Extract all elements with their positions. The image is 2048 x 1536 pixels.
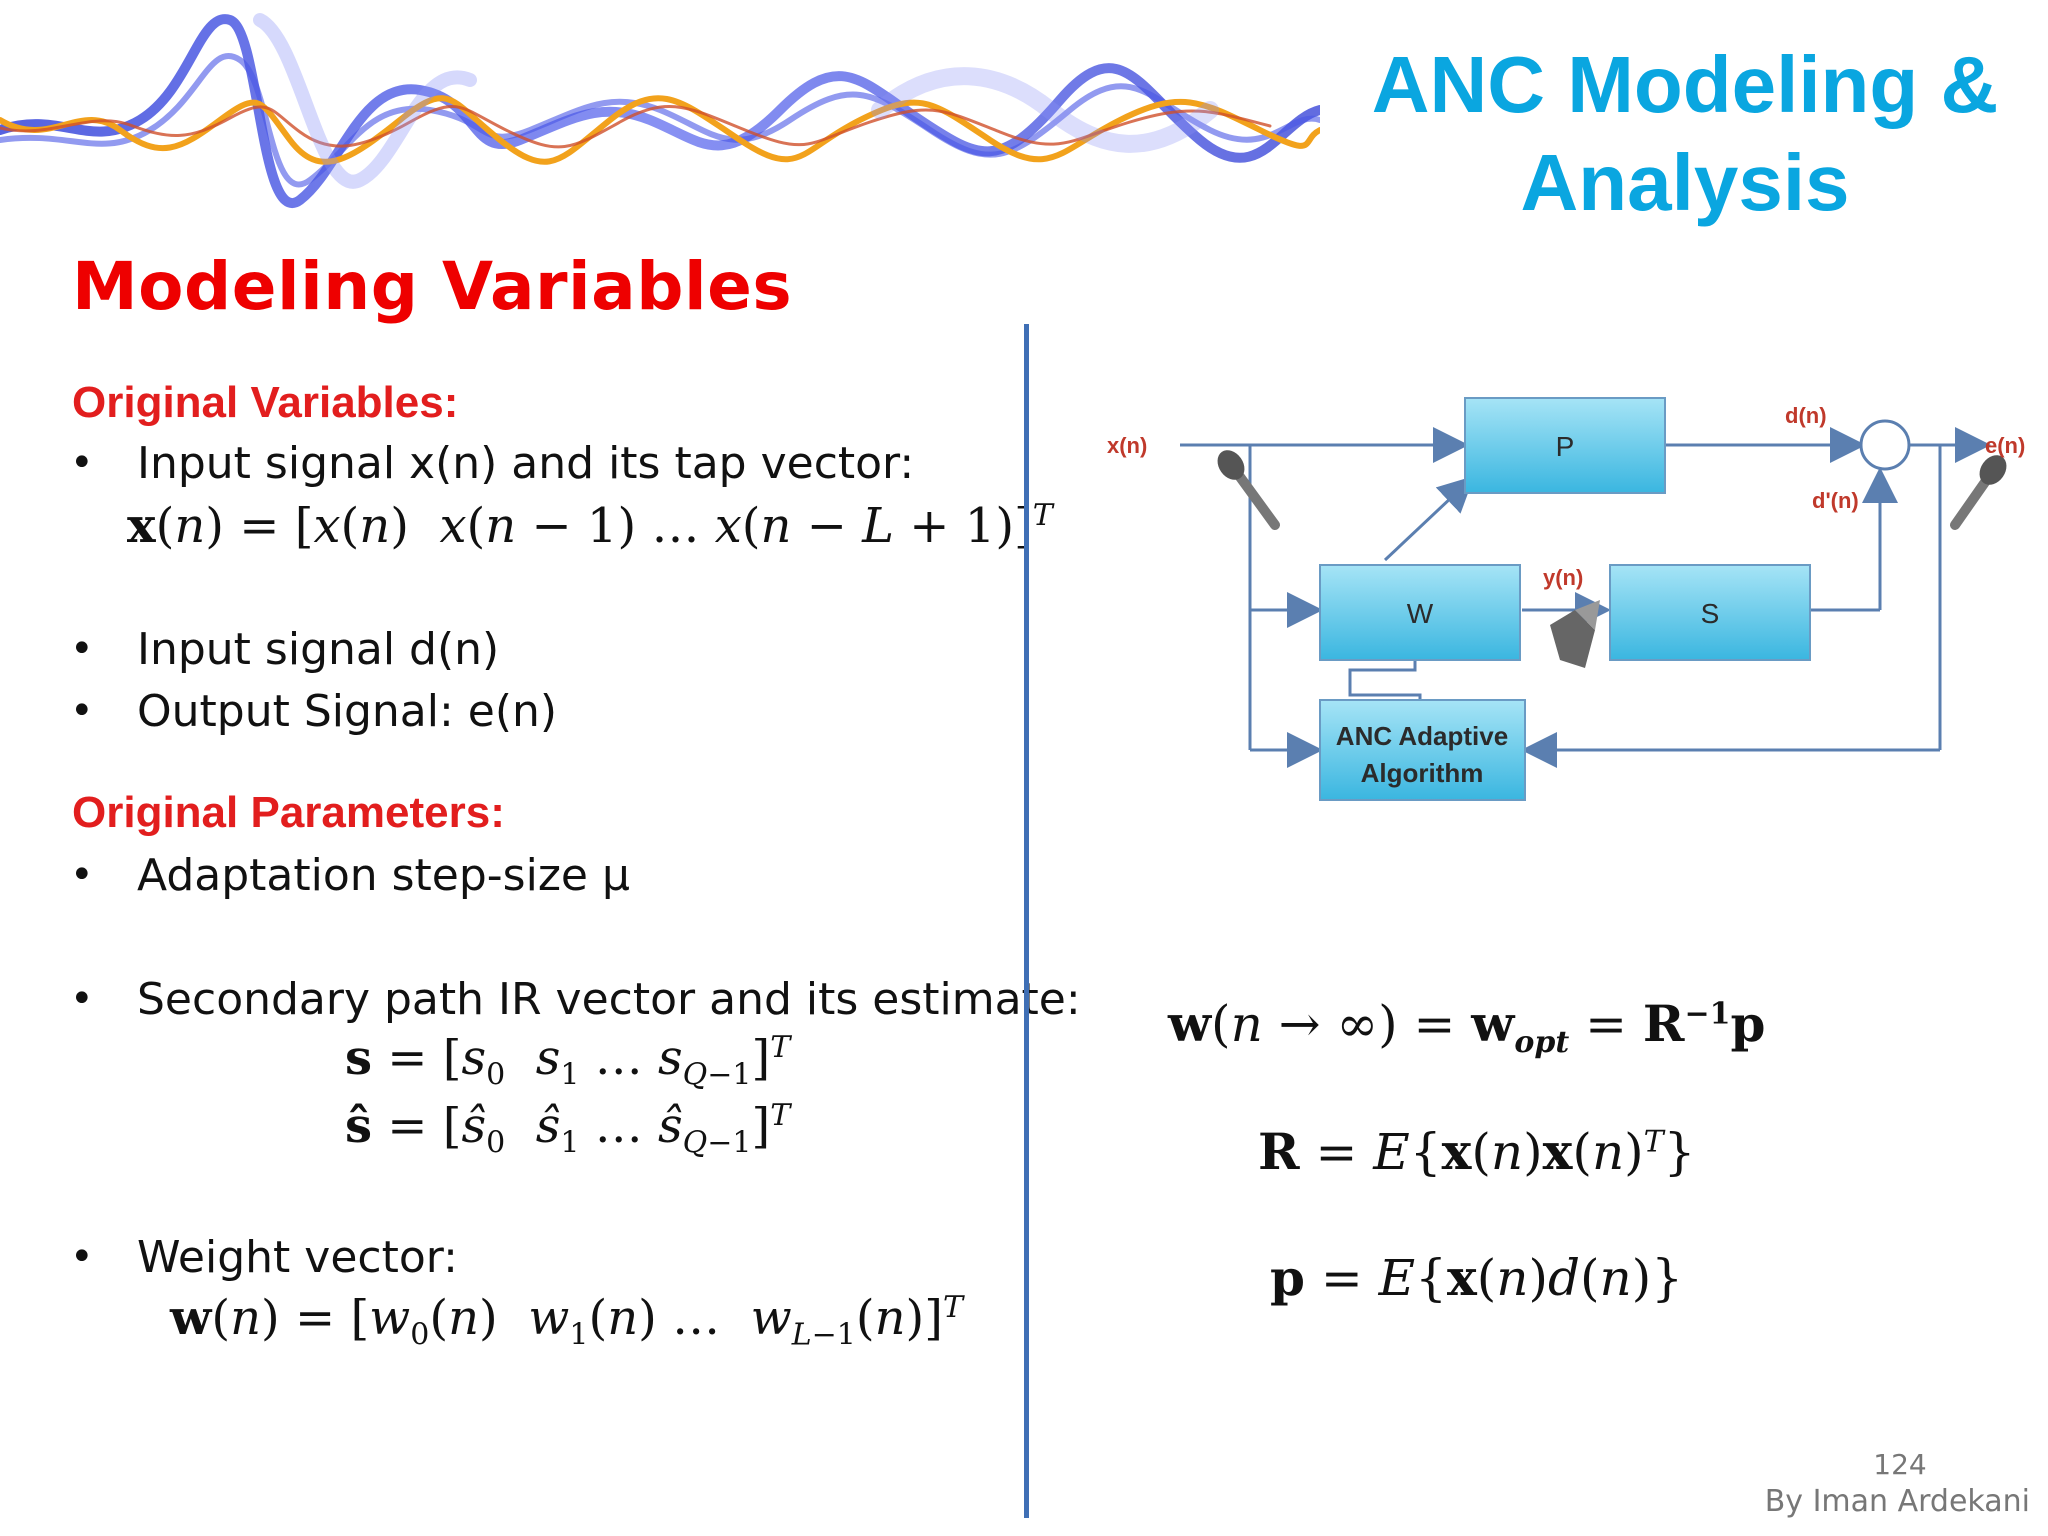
page-number: 124 [1873,1448,1927,1481]
signal-label-x: x(n) [1107,433,1147,458]
wave-banner-image [0,13,1320,208]
original-variables-heading: Original Variables: [72,378,459,427]
original-parameters-heading: Original Parameters: [72,788,505,837]
equation-w-optimal: w(n → ∞) = wopt = R−1p [1168,994,1766,1060]
author-credit: By Iman Ardekani [1764,1484,2030,1519]
equation-R: R = E{x(n)x(n)T} [1258,1122,1696,1181]
column-divider [1024,324,1029,1518]
signal-label-e: e(n) [1985,433,2025,458]
algorithm-label-line1: ANC Adaptive [1336,721,1508,751]
bullet-secondary-path: Secondary path IR vector and its estimat… [137,974,1081,1025]
bullet-input-signal-x: Input signal x(n) and its tap vector: [137,438,915,489]
bullet-output-signal-e: Output Signal: e(n) [137,686,558,737]
bullet-dot: • [70,976,94,1022]
anc-block-diagram: P W S ANC Adaptive Algorithm x(n) d(n) d… [1107,397,2025,801]
equation-p: p = E{x(n)d(n)} [1270,1248,1684,1307]
equation-s-vector: s = [s0 s1 … sQ−1]T [345,1030,791,1093]
bullet-step-size: Adaptation step-size μ [137,850,630,901]
adaptive-filter-block [1319,564,1521,661]
algorithm-label-line2: Algorithm [1361,758,1484,788]
adaptive-filter-label: W [1407,598,1434,629]
section-title: Modeling Variables [72,248,793,325]
bullet-dot: • [70,1234,94,1280]
secondary-path-label: S [1701,598,1720,629]
signal-label-y: y(n) [1543,565,1583,590]
slide-title: ANC Modeling & Analysis [1330,36,2040,232]
primary-path-block [1464,397,1666,494]
summing-junction-icon [1859,419,1911,471]
equation-s-hat-vector: ŝ = [ŝ0 ŝ1 … ŝQ−1]T [345,1098,791,1161]
bullet-weight-vector: Weight vector: [137,1232,458,1283]
microphone-icon [1950,455,2007,530]
adaptive-algorithm-block [1319,699,1526,801]
equation-x-vector: x(n) = [x(n) x(n − 1) … x(n − L + 1)]T [127,498,1053,554]
slide-title-line1: ANC Modeling & [1371,40,1999,129]
secondary-path-block [1609,564,1811,661]
bullet-dot: • [70,626,94,672]
microphone-icon [1217,450,1280,530]
equation-w-vector: w(n) = [w0(n) w1(n) … wL−1(n)]T [170,1290,963,1353]
slide-title-line2: Analysis [1520,138,1850,227]
signal-label-d-prime: d'(n) [1812,488,1859,513]
signal-label-d: d(n) [1785,403,1827,428]
bullet-dot: • [70,688,94,734]
primary-path-label: P [1556,431,1575,462]
bullet-dot: • [70,852,94,898]
bullet-input-signal-d: Input signal d(n) [137,624,500,675]
bullet-dot: • [70,440,94,486]
loudspeaker-icon [1550,600,1600,668]
